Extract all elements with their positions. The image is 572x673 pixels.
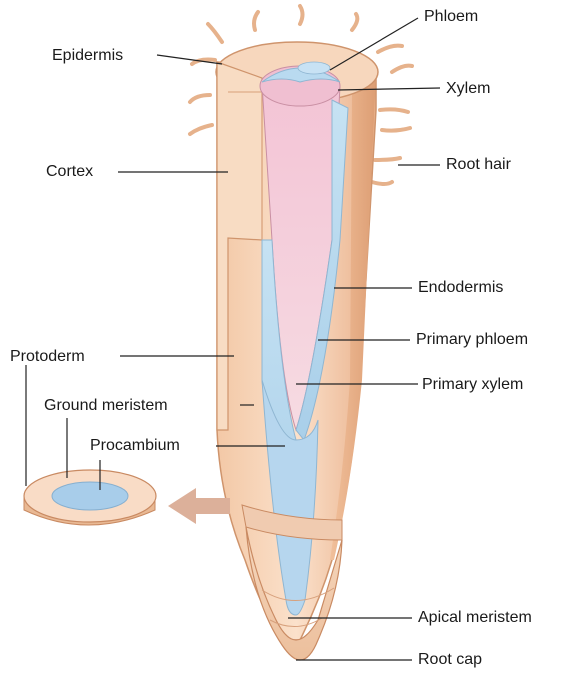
label-apical-meristem: Apical meristem — [418, 609, 532, 627]
label-procambium: Procambium — [90, 437, 180, 455]
label-cortex: Cortex — [46, 163, 93, 181]
label-endodermis: Endodermis — [418, 279, 503, 297]
slice-arrow — [168, 488, 230, 524]
label-phloem: Phloem — [424, 8, 478, 26]
label-primary-xylem: Primary xylem — [422, 376, 523, 394]
label-protoderm: Protoderm — [10, 348, 85, 366]
label-root-cap: Root cap — [418, 651, 482, 669]
label-xylem: Xylem — [446, 80, 490, 98]
label-primary-phloem: Primary phloem — [416, 331, 528, 349]
label-epidermis: Epidermis — [52, 47, 123, 65]
label-root-hair: Root hair — [446, 156, 511, 174]
cross-section-disc — [24, 470, 156, 525]
label-ground-meristem: Ground meristem — [44, 397, 168, 415]
